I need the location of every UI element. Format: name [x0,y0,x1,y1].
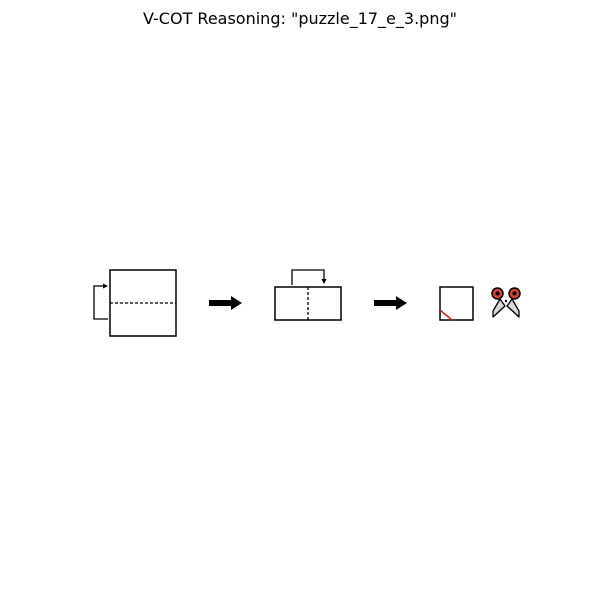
figure-title: V-COT Reasoning: "puzzle_17_e_3.png" [143,9,457,28]
right-arrow-icon [374,296,407,310]
right-arrow-icon [209,296,242,310]
scissors-icon [491,287,521,318]
fold-arrow-head [103,283,108,289]
step-3-square [439,286,474,321]
fold-direction-arrow [291,269,325,285]
fold-direction-arrow [93,285,108,320]
fold-arrow-head [321,279,327,284]
step-2-rectangle [274,269,342,321]
step-1-square [93,269,177,337]
folded-square [439,286,474,321]
cut-line [439,309,453,321]
